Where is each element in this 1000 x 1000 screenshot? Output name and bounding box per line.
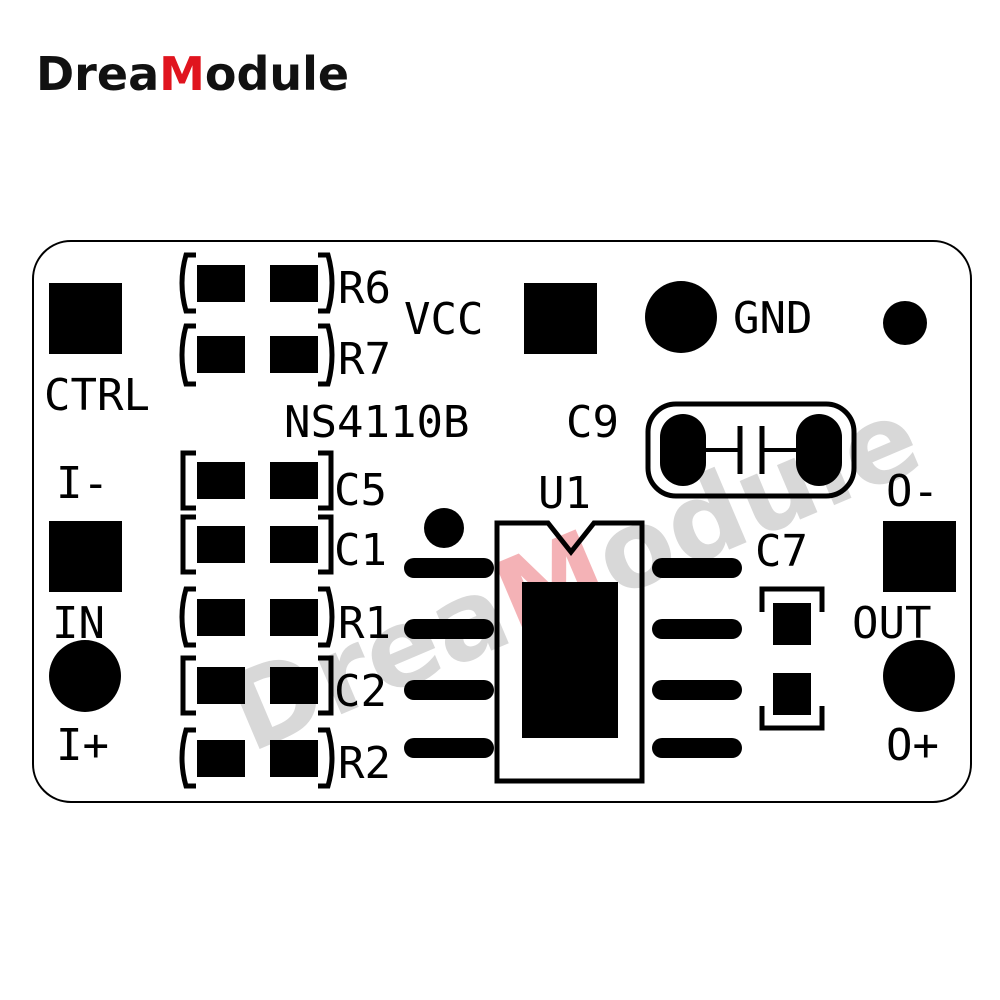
vcc-label: VCC — [404, 294, 483, 345]
i-minus-label: I- — [56, 458, 109, 509]
r7-label: R7 — [338, 334, 391, 385]
i-plus-label: I+ — [56, 720, 109, 771]
pin1-marker — [424, 508, 464, 548]
c1-footprint — [180, 514, 334, 575]
i-plus-pad — [49, 640, 121, 712]
gnd-pad — [645, 281, 717, 353]
c5-footprint — [180, 450, 334, 511]
mounting-hole — [883, 301, 927, 345]
out-pad — [883, 521, 956, 592]
r2-footprint — [179, 727, 335, 789]
o-minus-label: O- — [886, 466, 939, 517]
r7-footprint — [179, 323, 335, 387]
r1-footprint — [179, 586, 335, 648]
c7-label: C7 — [755, 526, 808, 577]
r6-label: R6 — [338, 263, 391, 314]
u1-label: U1 — [538, 468, 591, 519]
vcc-pad — [524, 283, 597, 354]
c5-label: C5 — [334, 465, 387, 516]
brand-accent-letter: M — [159, 47, 205, 101]
c2-footprint — [180, 655, 334, 716]
brand-prefix: Drea — [36, 47, 159, 101]
in-label: IN — [52, 598, 105, 649]
ctrl-label: CTRL — [44, 370, 150, 421]
o-plus-pad — [883, 640, 955, 712]
r2-label: R2 — [338, 738, 391, 789]
c1-label: C1 — [334, 525, 387, 576]
gnd-label: GND — [733, 293, 812, 344]
u1-footprint — [404, 520, 742, 784]
c9-label: C9 — [566, 397, 619, 448]
brand-logo: DreaModule — [36, 47, 349, 101]
in-pad — [49, 521, 122, 592]
o-plus-label: O+ — [886, 720, 939, 771]
c7-footprint — [759, 586, 825, 731]
c9-footprint — [645, 401, 857, 499]
ctrl-pad — [49, 283, 122, 354]
c2-label: C2 — [334, 666, 387, 717]
chip-name-label: NS4110B — [284, 397, 469, 448]
r1-label: R1 — [338, 598, 391, 649]
brand-suffix: odule — [205, 47, 349, 101]
r6-footprint — [179, 252, 335, 314]
